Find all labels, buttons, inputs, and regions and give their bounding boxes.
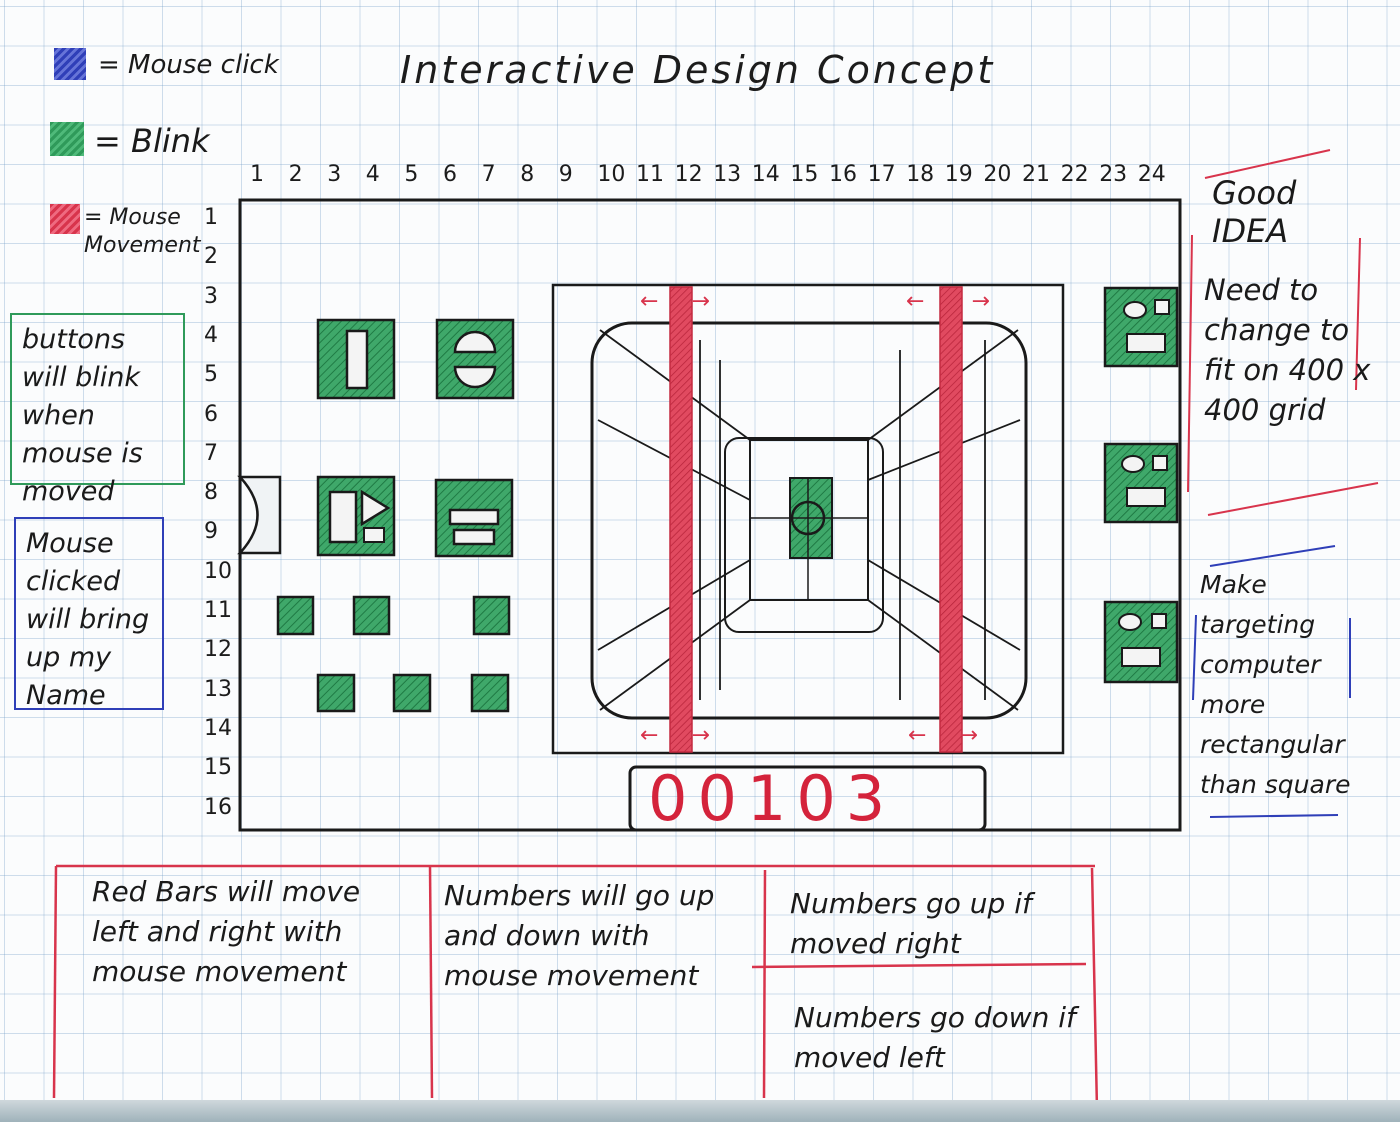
row-number: 16 [204, 794, 232, 820]
row-number: 2 [204, 244, 218, 270]
red-bar-right[interactable] [939, 286, 963, 753]
small-button-r11-c7[interactable] [472, 595, 511, 636]
legend-movement-label: = Mouse Movement [84, 205, 201, 258]
row-number: 3 [204, 283, 218, 309]
column-number: 13 [713, 162, 742, 187]
bottom-notes-frame [52, 864, 1099, 1111]
tunnel-mid [724, 437, 884, 633]
arrows-bottom-right: ← → [908, 723, 978, 748]
row-number: 8 [204, 480, 218, 506]
column-number: 3 [327, 162, 342, 187]
arrow-right-icon: → [691, 723, 710, 748]
tunnel-outer [590, 321, 1028, 720]
right-buttons [1103, 286, 1179, 684]
column-number: 1 [250, 162, 264, 187]
arrow-left-icon: ← [906, 289, 925, 314]
column-number: 8 [520, 162, 535, 187]
column-number: 22 [1060, 162, 1089, 187]
row-number: 12 [204, 637, 232, 663]
legend-movement-swatch [50, 204, 80, 234]
column-number: 5 [404, 162, 419, 187]
buttons-blink-text: buttons will blink when mouse is moved [22, 324, 143, 507]
arrow-left-icon: ← [908, 723, 927, 748]
need-change-note: Need to change to fit on 400 x 400 grid [1204, 273, 1371, 427]
column-number: 9 [558, 162, 573, 187]
buttons-blink-note: buttons will blink when mouse is moved [10, 313, 185, 507]
arrows-bottom-left: ← → [640, 723, 710, 748]
page-title: Interactive Design Concept [400, 48, 996, 92]
column-number: 4 [365, 162, 380, 187]
column-number: 19 [944, 162, 973, 187]
numbers-down-note: Numbers go down if moved left [794, 1001, 1076, 1074]
scan-edge [0, 1100, 1400, 1122]
column-number: 15 [790, 162, 819, 187]
arrow-left-icon: ← [640, 289, 659, 314]
row-number: 15 [204, 755, 232, 781]
counter-display: 00103 [648, 762, 896, 835]
column-number: 20 [983, 162, 1012, 187]
legend-click-swatch [54, 48, 86, 80]
legend-click-label: = Mouse click [98, 50, 279, 80]
arrow-left-icon: ← [640, 723, 659, 748]
mouse-clicked-text: Mouse clicked will bring up my Name [26, 528, 150, 711]
numbers-updown-note: Numbers will go up and down with mouse m… [444, 879, 715, 992]
small-button-r13-c7[interactable] [470, 673, 510, 713]
row-number: 9 [204, 519, 218, 545]
arrow-right-icon: → [971, 289, 990, 314]
column-number: 7 [481, 162, 496, 187]
row-number: 6 [204, 401, 218, 427]
row-number: 11 [204, 598, 232, 623]
row-number: 13 [204, 676, 232, 702]
arrow-right-icon: → [959, 723, 978, 748]
legend: = Mouse click = Blink = Mouse Movement [46, 44, 366, 274]
make-targeting-note: Make targeting computer more rectangular… [1200, 570, 1351, 799]
column-number: 16 [829, 162, 857, 187]
row-number: 1 [204, 205, 218, 230]
row-number: 14 [204, 715, 232, 741]
column-number: 21 [1022, 162, 1050, 187]
column-number: 6 [443, 162, 457, 187]
good-idea-note: Good IDEA [1212, 174, 1297, 250]
column-number: 24 [1137, 162, 1166, 187]
viewport-frame [551, 283, 1065, 755]
legend-blink-swatch [50, 122, 84, 156]
small-button-r11-c4[interactable] [352, 595, 391, 636]
row-number: 10 [204, 558, 232, 584]
counter-box [628, 765, 987, 832]
column-number: 23 [1099, 162, 1128, 187]
tunnel-inner [749, 439, 869, 601]
mouse-clicked-note: Mouse clicked will bring up my Name [14, 517, 164, 711]
column-number: 2 [288, 162, 303, 187]
small-buttons [276, 595, 511, 713]
small-button-r11-c2[interactable] [276, 595, 315, 636]
legend-blink-label: = Blink [94, 122, 210, 160]
row-number: 5 [204, 362, 218, 388]
red-bars-note: Red Bars will move left and right with m… [92, 875, 361, 988]
column-number: 18 [906, 162, 935, 187]
column-number: 10 [597, 162, 626, 187]
column-number: 11 [636, 162, 664, 187]
small-button-r13-c5[interactable] [392, 673, 432, 713]
arrow-right-icon: → [691, 289, 710, 314]
arrows-top-left: ← → [640, 289, 710, 314]
row-number: 4 [204, 322, 218, 348]
left-edge-button[interactable] [237, 475, 282, 555]
arrows-top-right: ← → [906, 289, 990, 314]
column-number: 12 [674, 162, 703, 187]
row-number: 7 [204, 440, 218, 466]
red-bar-left[interactable] [669, 286, 693, 753]
column-number: 17 [867, 162, 896, 187]
column-number: 14 [751, 162, 780, 187]
small-button-r13-c3[interactable] [316, 673, 356, 713]
green-buttons [316, 318, 515, 558]
numbers-up-note: Numbers go up if moved right [790, 887, 1032, 960]
